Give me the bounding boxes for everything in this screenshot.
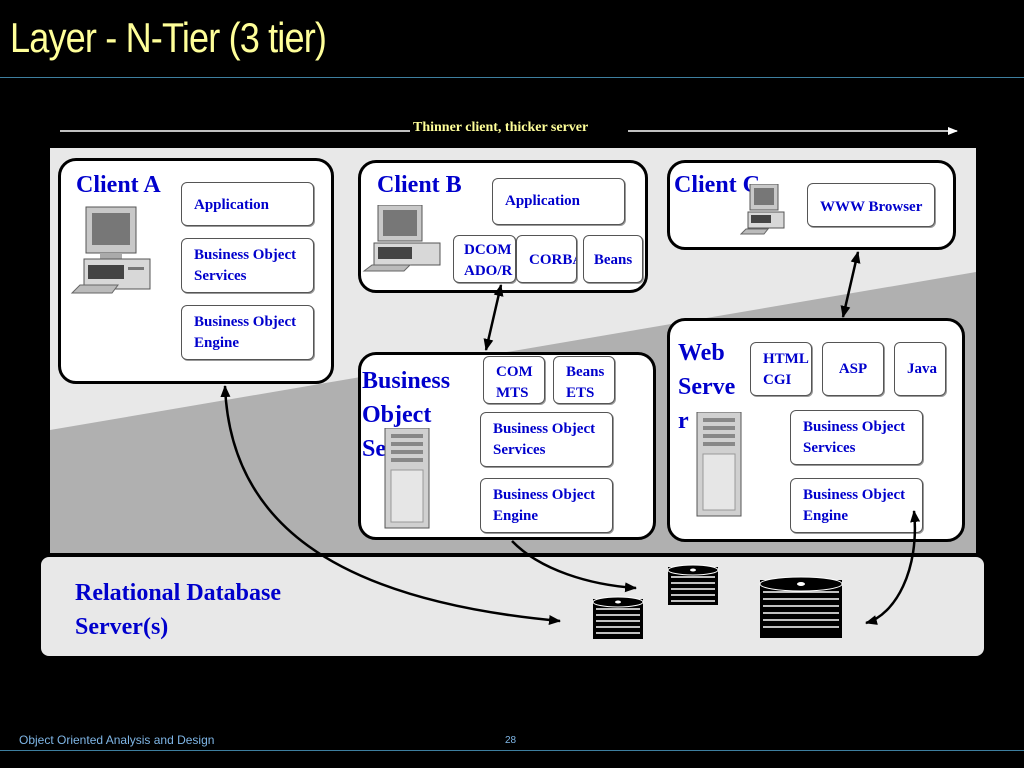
web-server-services-cell: Business Object Services	[790, 410, 923, 465]
footer-divider	[0, 750, 1024, 751]
client-c-browser-cell: WWW Browser	[807, 183, 935, 227]
footer-page-number: 28	[505, 735, 517, 746]
web-server-label: Web Serve r	[678, 336, 735, 438]
client-a-label: Client A	[76, 172, 161, 198]
computer-icon	[70, 206, 151, 294]
web-server-engine-text: Business Object Engine	[803, 487, 906, 524]
web-server-java-cell: Java	[894, 342, 946, 396]
client-b-dcom-cell: DCOM ADO/R	[453, 235, 516, 283]
bo-server-to-database-arrow	[511, 540, 637, 593]
bo-server-beans-cell: Beans ETS	[553, 356, 615, 404]
client-b-to-bo-server-arrow	[483, 284, 504, 351]
banner-label: Thinner client, thicker server	[413, 120, 589, 135]
client-a-bo-engine-cell: Business Object Engine	[181, 305, 314, 360]
web-server-html-cell: HTML CGI	[750, 342, 812, 396]
client-b-beans-cell: Beans	[583, 235, 643, 283]
web-server-label-text: Web Serve r	[678, 340, 736, 434]
disk-stack-icon	[759, 576, 843, 638]
web-server-services-text: Business Object Services	[803, 419, 906, 456]
web-server-html-text: HTML CGI	[763, 351, 809, 388]
slide-title: Layer - N-Tier (3 tier)	[10, 14, 327, 61]
server-tower-icon	[696, 412, 742, 517]
title-divider	[0, 77, 1024, 78]
web-server-engine-cell: Business Object Engine	[790, 478, 923, 533]
client-c-to-web-server-arrow	[840, 251, 861, 318]
computer-icon	[362, 205, 441, 272]
disk-stack-icon	[592, 596, 644, 639]
client-b-application-cell: Application	[492, 178, 625, 225]
computer-icon	[740, 184, 785, 235]
client-b-corba-cell: CORBA	[516, 235, 577, 283]
bo-server-beans-text: Beans ETS	[566, 364, 605, 401]
client-b-label: Client B	[377, 172, 462, 198]
disk-stack-icon	[667, 564, 719, 605]
client-a-to-database-arrow	[220, 385, 561, 625]
client-a-bo-services-cell: Business Object Services	[181, 238, 314, 293]
client-a-bo-services-text: Business Object Services	[194, 247, 297, 284]
client-a-bo-engine-text: Business Object Engine	[194, 314, 297, 351]
client-b-dcom-text: DCOM ADO/R	[464, 242, 513, 279]
client-a-application-cell: Application	[181, 182, 314, 226]
web-server-asp-cell: ASP	[822, 342, 884, 396]
web-server-to-database-arrow	[865, 510, 921, 625]
footer-course-title: Object Oriented Analysis and Design	[19, 733, 215, 747]
client-c-label: Client C	[674, 172, 760, 198]
